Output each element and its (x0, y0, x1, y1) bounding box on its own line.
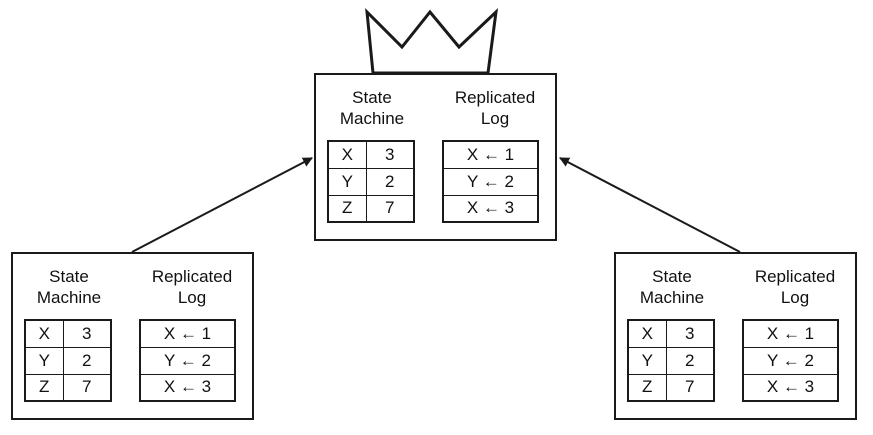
state-machine-label: State Machine (339, 88, 405, 128)
state-key: X (24, 319, 64, 348)
state-value: 3 (665, 319, 715, 348)
state-key: Y (627, 346, 667, 375)
state-value: 7 (62, 373, 112, 402)
state-machine-label: State Machine (36, 267, 102, 307)
log-entry: Y ← 2 (742, 346, 839, 375)
state-value: 3 (62, 319, 112, 348)
state-key: Z (627, 373, 667, 402)
log-entry: X ← 1 (742, 319, 839, 348)
log-entry: Y ← 2 (139, 346, 236, 375)
left-arrow-icon: ← (482, 171, 500, 191)
replicated-log-label: Replicated Log (151, 267, 233, 307)
state-key: Z (327, 194, 367, 223)
state-key: X (327, 140, 367, 169)
replication-arrow-right (559, 157, 741, 253)
left-arrow-icon: ← (179, 350, 197, 370)
replicated-log-table: X ← 1 Y ← 2 X ← 3 (442, 140, 539, 223)
state-value: 3 (365, 140, 415, 169)
state-value: 2 (365, 167, 415, 196)
log-entry: X ← 1 (442, 140, 539, 169)
left-arrow-icon: ← (782, 323, 800, 343)
left-arrow-icon: ← (482, 198, 500, 218)
log-entry: X ← 3 (742, 373, 839, 402)
log-entry: X ← 3 (139, 373, 236, 402)
replication-arrow-left (131, 157, 313, 253)
state-machine-label: State Machine (639, 267, 705, 307)
state-value: 7 (665, 373, 715, 402)
log-entry: Y ← 2 (442, 167, 539, 196)
state-key: Y (24, 346, 64, 375)
replicated-log-label: Replicated Log (454, 88, 536, 128)
log-entry: X ← 3 (442, 194, 539, 223)
replicated-log-table: X ← 1 Y ← 2 X ← 3 (742, 319, 839, 402)
state-key: X (627, 319, 667, 348)
left-arrow-icon: ← (782, 377, 800, 397)
replicated-log-label: Replicated Log (754, 267, 836, 307)
log-entry: X ← 1 (139, 319, 236, 348)
left-arrow-icon: ← (482, 144, 500, 164)
state-value: 2 (62, 346, 112, 375)
left-arrow-icon: ← (179, 377, 197, 397)
state-value: 7 (365, 194, 415, 223)
left-arrow-icon: ← (179, 323, 197, 343)
crown-icon (365, 7, 499, 75)
left-arrow-icon: ← (782, 350, 800, 370)
replicated-log-table: X ← 1 Y ← 2 X ← 3 (139, 319, 236, 402)
state-value: 2 (665, 346, 715, 375)
state-key: Z (24, 373, 64, 402)
state-key: Y (327, 167, 367, 196)
